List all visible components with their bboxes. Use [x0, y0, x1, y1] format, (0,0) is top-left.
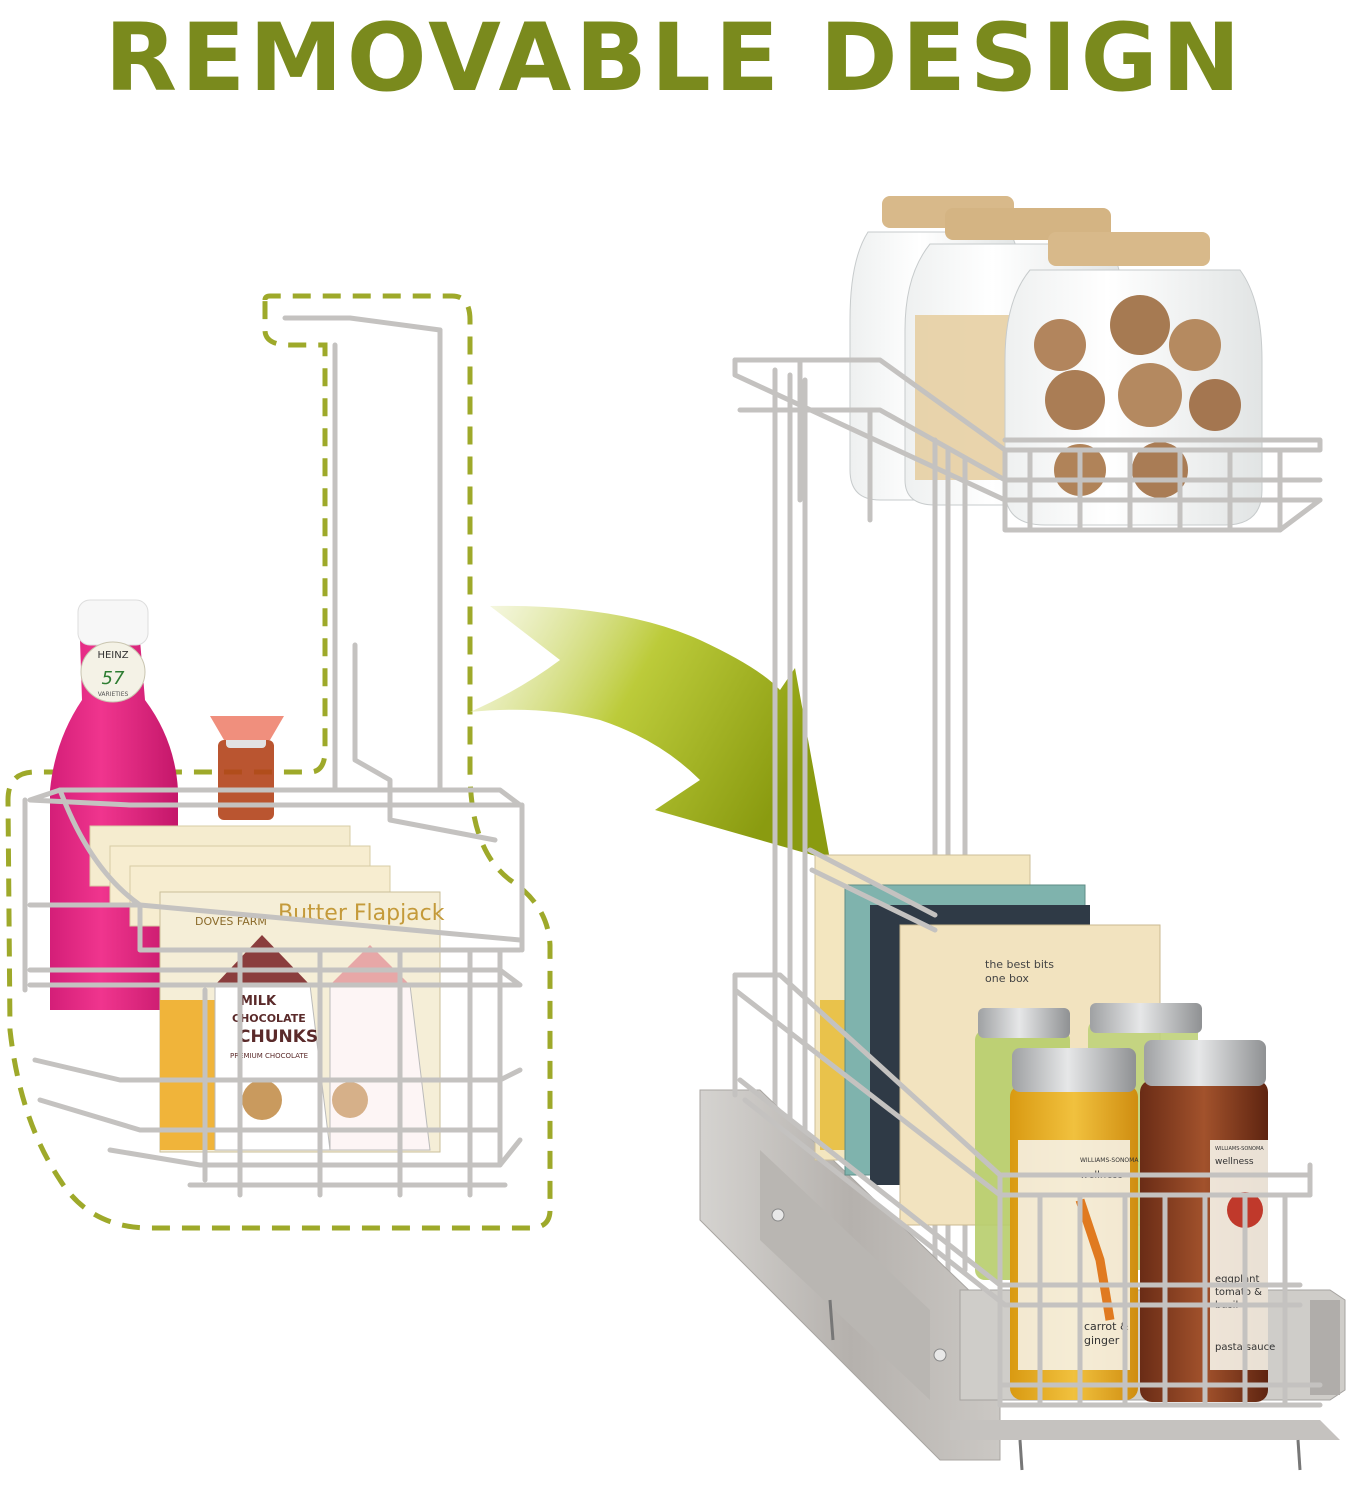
jar-brand-right: WILLIAMS-SONOMA: [1215, 1146, 1264, 1152]
assembled-organizer: the best bits one box WILLIAMS-SONOMA we…: [699, 196, 1346, 1471]
milk-carton-line3: CHUNKS: [238, 1027, 318, 1047]
jar-flavor-left-line2: ginger: [1084, 1334, 1120, 1347]
milk-carton-sub: PREMIUM CHOCOLATE: [230, 1052, 308, 1060]
jar-flavor-right-line1: eggplant: [1215, 1274, 1259, 1285]
cereal-box-brand: DOVES FARM: [195, 915, 267, 928]
removed-wire-basket: [22, 315, 525, 1198]
sauce-bottle-sub: VARIETIES: [98, 691, 129, 698]
jar-flavor-left-line1: carrot &: [1084, 1320, 1129, 1333]
right-box-text-line2: one box: [985, 972, 1029, 985]
bottom-basket-wire: [732, 847, 1323, 1408]
oil-bottle: [210, 716, 284, 820]
jar-sub-right: wellness: [1215, 1157, 1254, 1167]
jar-brand-left: WILLIAMS-SONOMA: [1080, 1157, 1139, 1164]
glass-jars: [849, 196, 1263, 526]
headline-title: REMOVABLE DESIGN: [104, 4, 1245, 113]
transfer-arrow: [470, 605, 830, 860]
milk-carton-line1: MILK: [240, 994, 277, 1009]
milk-carton-line2: CHOCOLATE: [232, 1012, 306, 1025]
right-box-text-line1: the best bits: [985, 958, 1054, 971]
top-shelf-wire: [732, 357, 1323, 533]
sauce-bottle-number: 57: [102, 668, 125, 689]
dashed-outline: [5, 293, 553, 1231]
jar-flavor-right-line2: tomato &: [1215, 1287, 1262, 1298]
front-jars: WILLIAMS-SONOMA wellness carrot & ginger…: [1010, 1040, 1275, 1402]
removed-basket-group: HEINZ 57 VARIETIES DOVES FARM Butter Fla…: [5, 293, 553, 1231]
sauce-bottle-brand: HEINZ: [97, 650, 128, 661]
